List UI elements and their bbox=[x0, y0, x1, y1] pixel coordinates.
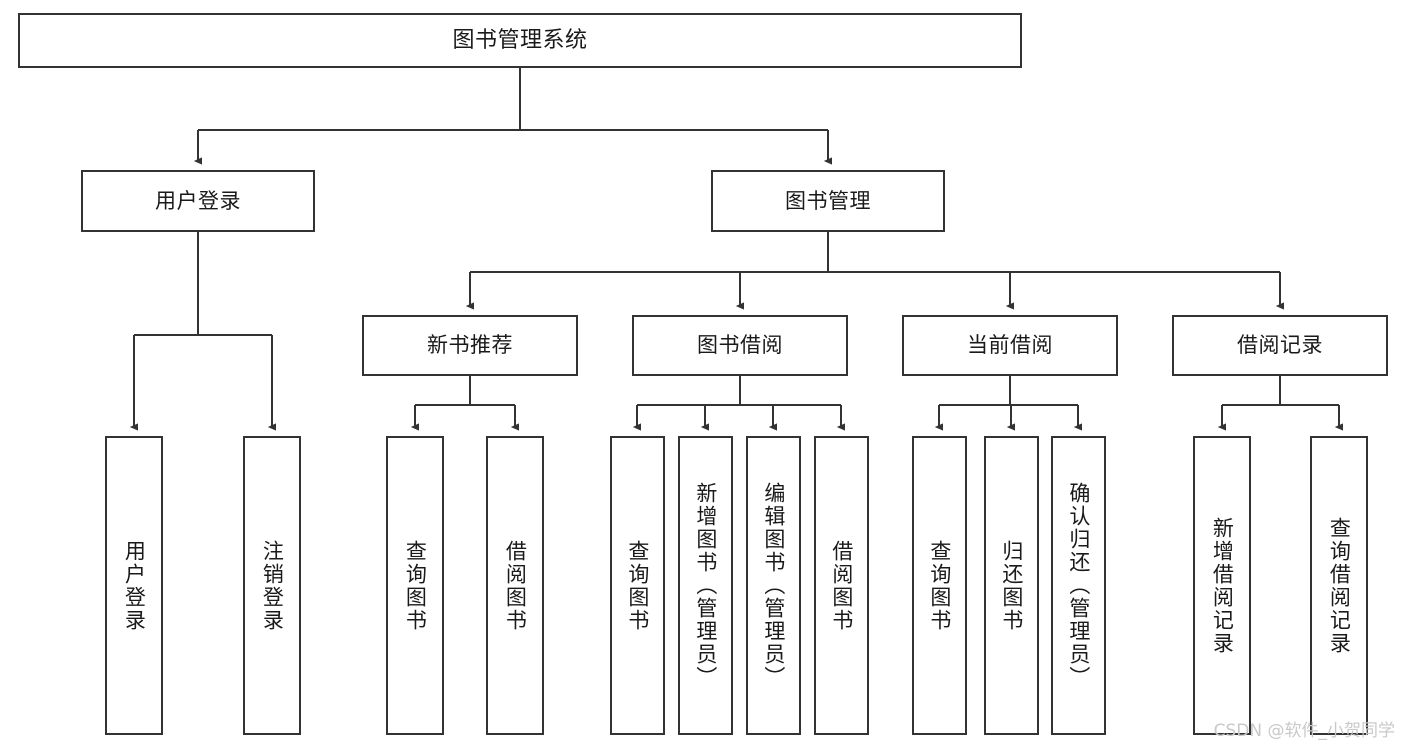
node-leaf-query-book-3[interactable]: 查询图书 bbox=[912, 436, 967, 735]
node-leaf-query-book-2-label: 查询图书 bbox=[625, 539, 650, 632]
node-leaf-query-book-1[interactable]: 查询图书 bbox=[386, 436, 444, 735]
node-leaf-edit-book-admin-label: 编辑图书（管理员） bbox=[761, 482, 786, 689]
node-book-borrow[interactable]: 图书借阅 bbox=[632, 315, 848, 376]
node-leaf-borrow-book-2-label: 借阅图书 bbox=[829, 539, 854, 632]
node-leaf-borrow-book-1[interactable]: 借阅图书 bbox=[486, 436, 544, 735]
node-book-manage-label: 图书管理 bbox=[785, 188, 871, 213]
node-leaf-user-login[interactable]: 用户登录 bbox=[105, 436, 163, 735]
node-new-book-recommend[interactable]: 新书推荐 bbox=[362, 315, 578, 376]
node-leaf-user-logout-label: 注销登录 bbox=[260, 539, 285, 632]
node-leaf-query-borrow-record-label: 查询借阅记录 bbox=[1327, 516, 1352, 655]
node-leaf-add-book-admin[interactable]: 新增图书（管理员） bbox=[678, 436, 733, 735]
node-user-login[interactable]: 用户登录 bbox=[81, 170, 315, 232]
node-leaf-user-login-label: 用户登录 bbox=[122, 539, 147, 632]
node-leaf-add-borrow-record[interactable]: 新增借阅记录 bbox=[1193, 436, 1251, 735]
node-leaf-return-book-label: 归还图书 bbox=[999, 539, 1024, 632]
node-leaf-return-book[interactable]: 归还图书 bbox=[984, 436, 1039, 735]
node-borrow-record-label: 借阅记录 bbox=[1237, 333, 1323, 358]
node-root-system[interactable]: 图书管理系统 bbox=[18, 13, 1022, 68]
node-root-system-label: 图书管理系统 bbox=[452, 27, 588, 53]
node-leaf-borrow-book-2[interactable]: 借阅图书 bbox=[814, 436, 869, 735]
node-leaf-confirm-return-admin[interactable]: 确认归还（管理员） bbox=[1051, 436, 1106, 735]
node-borrow-record[interactable]: 借阅记录 bbox=[1172, 315, 1388, 376]
node-leaf-query-book-2[interactable]: 查询图书 bbox=[610, 436, 665, 735]
node-leaf-edit-book-admin[interactable]: 编辑图书（管理员） bbox=[746, 436, 801, 735]
node-current-borrow-label: 当前借阅 bbox=[967, 333, 1053, 358]
node-leaf-query-book-3-label: 查询图书 bbox=[927, 539, 952, 632]
node-user-login-label: 用户登录 bbox=[155, 188, 241, 213]
node-leaf-add-book-admin-label: 新增图书（管理员） bbox=[693, 482, 718, 689]
node-leaf-borrow-book-1-label: 借阅图书 bbox=[503, 539, 528, 632]
node-leaf-add-borrow-record-label: 新增借阅记录 bbox=[1210, 516, 1235, 655]
node-leaf-query-borrow-record[interactable]: 查询借阅记录 bbox=[1310, 436, 1368, 735]
node-book-manage[interactable]: 图书管理 bbox=[711, 170, 945, 232]
node-leaf-confirm-return-admin-label: 确认归还（管理员） bbox=[1066, 482, 1091, 689]
node-book-borrow-label: 图书借阅 bbox=[697, 333, 783, 358]
node-current-borrow[interactable]: 当前借阅 bbox=[902, 315, 1118, 376]
node-leaf-user-logout[interactable]: 注销登录 bbox=[243, 436, 301, 735]
csdn-watermark: CSDN @软件_小贺同学 bbox=[1213, 721, 1395, 741]
node-new-book-recommend-label: 新书推荐 bbox=[427, 333, 513, 358]
node-leaf-query-book-1-label: 查询图书 bbox=[403, 539, 428, 632]
